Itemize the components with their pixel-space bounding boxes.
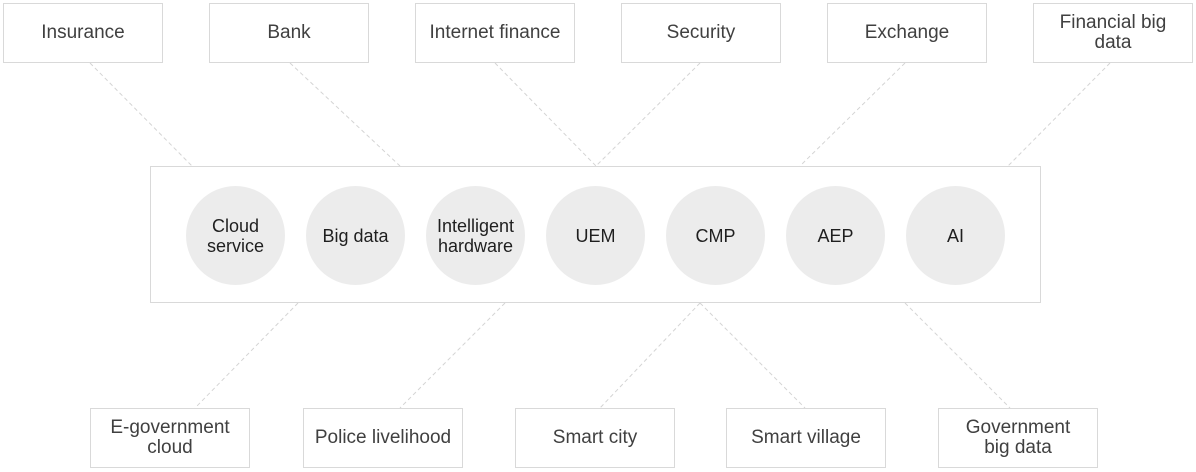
sector-smart-city-box: Smart city [515,408,675,468]
capability-ai: AI [906,186,1005,285]
capability-aep: AEP [786,186,885,285]
connector-smart-village [699,302,806,409]
sector-smart-village-box: Smart village [726,408,886,468]
connector-government-big-data [904,302,1011,409]
connector-security [595,62,701,167]
connector-insurance [89,62,193,167]
sector-bank-box: Bank [209,3,369,63]
sector-exchange-box: Exchange [827,3,987,63]
connector-e-government-cloud [194,302,299,409]
sector-e-government-cloud-box: E-government cloud [90,408,250,468]
connector-exchange [799,62,906,167]
sector-security-box: Security [621,3,781,63]
sector-financial-big-data-box: Financial big data [1033,3,1193,63]
capability-intelligent-hardware: Intelligent hardware [426,186,525,285]
sector-police-livelihood-box: Police livelihood [303,408,463,468]
connector-financial-big-data [1007,62,1111,167]
capability-cmp: CMP [666,186,765,285]
sector-internet-finance-box: Internet finance [415,3,575,63]
capability-big-data: Big data [306,186,405,285]
capability-cloud-service: Cloud service [186,186,285,285]
capability-uem: UEM [546,186,645,285]
connector-bank [289,62,401,167]
sector-insurance-box: Insurance [3,3,163,63]
sector-government-big-data-box: Government big data [938,408,1098,468]
connector-smart-city [599,302,701,409]
connector-internet-finance [494,62,597,167]
connector-police-livelihood [399,302,506,409]
